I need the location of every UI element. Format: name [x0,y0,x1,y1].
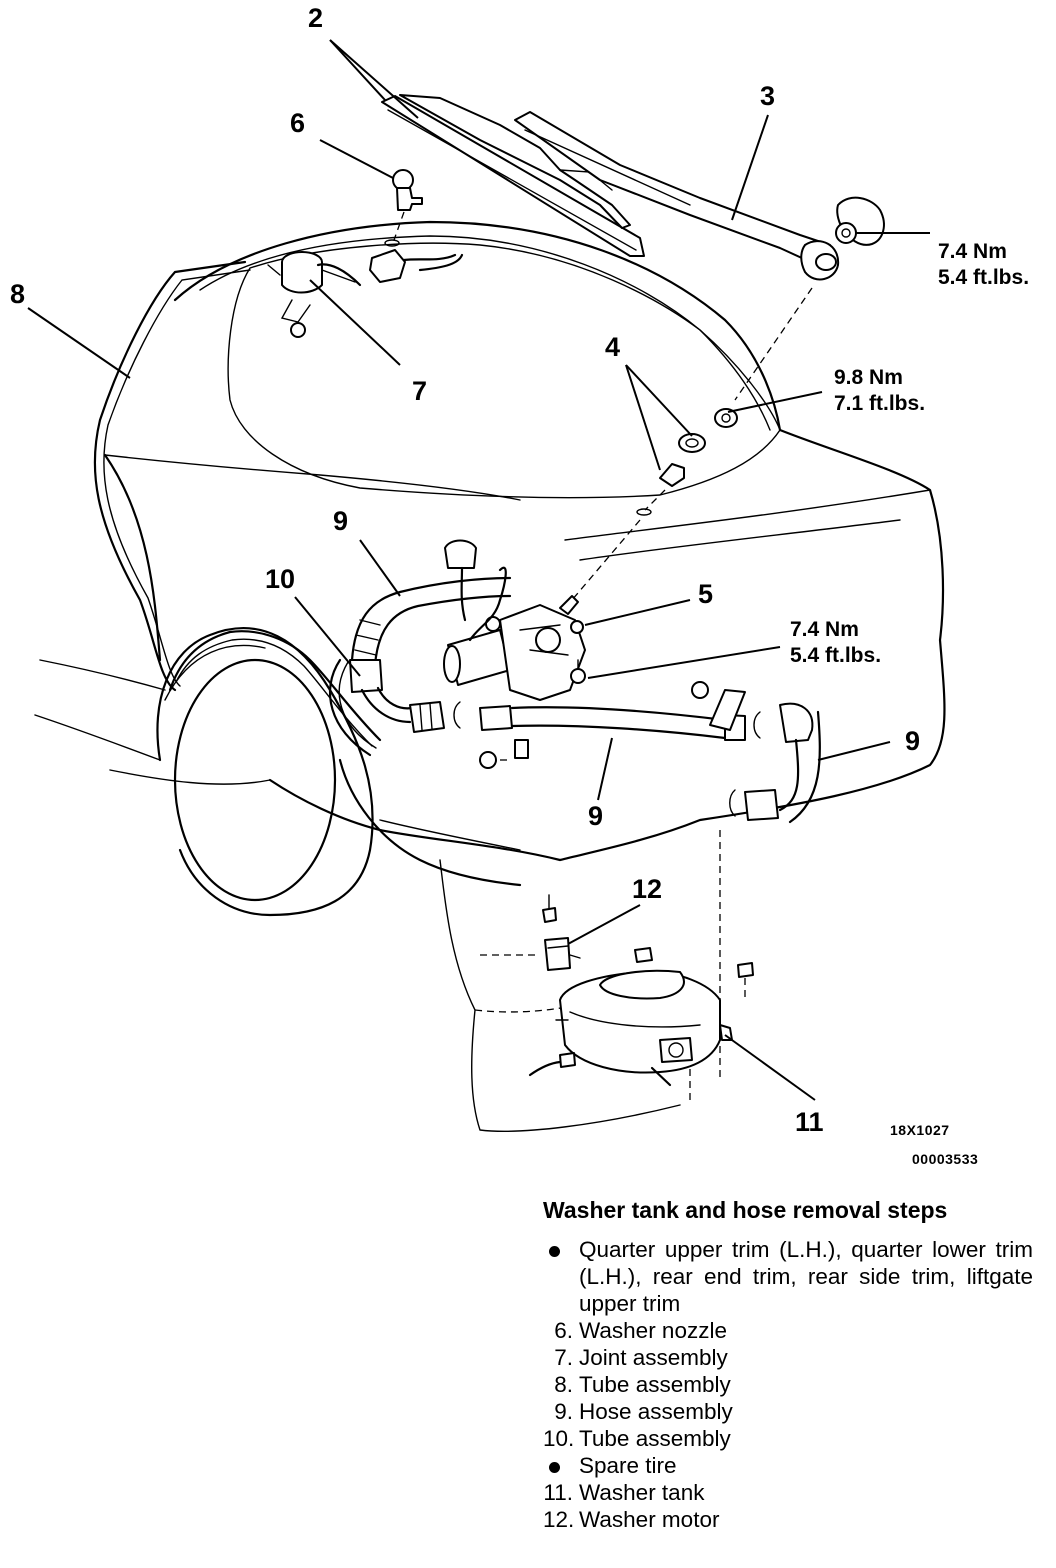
callout-8: 8 [10,279,25,309]
callout-labels: 2 3 6 8 7 4 9 10 5 9 9 12 11 [10,3,920,1137]
washer-tank [528,947,754,1087]
step-number: 11. [543,1480,573,1505]
torque-pivot-ftlbs: 7.1 ft.lbs. [834,392,925,415]
hose-assembly-upper [349,576,512,693]
callout-12: 12 [632,874,662,904]
step-number: 9. [554,1399,573,1424]
tire-illustration [156,626,374,917]
bullet-icon [549,1462,560,1473]
step-text: Spare tire [579,1453,677,1478]
step-text: Joint assembly [579,1345,728,1370]
step-6: 6. Washer nozzle [543,1317,1033,1344]
callout-7: 7 [412,376,427,406]
callout-3: 3 [760,81,775,111]
step-prerequisite-trims: Quarter upper trim (L.H.), quarter lower… [543,1236,1033,1317]
step-number: 7. [554,1345,573,1370]
step-number: 10. [543,1426,575,1451]
wiper-blade-assembly [381,94,645,257]
figure-codes: 18X1027 00003533 [890,1122,978,1167]
torque-specs: 7.4 Nm 5.4 ft.lbs. 9.8 Nm 7.1 ft.lbs. 7.… [790,240,1029,667]
step-text: Hose assembly [579,1399,733,1424]
step-number: 12. [543,1507,575,1532]
step-9: 9. Hose assembly [543,1398,1033,1425]
callout-9-upper: 9 [333,506,348,536]
step-number: 8. [554,1372,573,1397]
step-11: 11. Washer tank [543,1479,1033,1506]
step-8: 8. Tube assembly [543,1371,1033,1398]
step-number: 6. [554,1318,573,1343]
leader-lines [27,39,930,1101]
step-text: Washer nozzle [579,1318,727,1343]
torque-wiper-arm-ftlbs: 5.4 ft.lbs. [938,266,1029,289]
step-7: 7. Joint assembly [543,1344,1033,1371]
torque-motor-nm: 7.4 Nm [790,618,859,641]
callout-6: 6 [290,108,305,138]
tube-assembly-8 [93,260,382,747]
washer-nozzle [384,169,423,247]
figure-code-1: 18X1027 [890,1122,950,1138]
step-text: Washer tank [579,1480,705,1505]
callout-5: 5 [698,579,713,609]
step-text: Tube assembly [579,1426,731,1451]
hose-assembly-lower [360,681,821,824]
callout-11: 11 [795,1107,824,1137]
bullet-icon [549,1246,560,1257]
removal-steps-title: Washer tank and hose removal steps [543,1197,948,1223]
torque-wiper-arm-nm: 7.4 Nm [938,240,1007,263]
vehicle-body-outline [34,220,946,1132]
torque-pivot-nm: 9.8 Nm [834,366,903,389]
wiper-arm-assembly [514,111,885,401]
callout-2: 2 [308,3,323,33]
removal-steps-list: Quarter upper trim (L.H.), quarter lower… [543,1236,1033,1533]
step-12: 12. Washer motor [543,1506,1033,1533]
callout-4: 4 [605,332,620,362]
step-spare-tire: Spare tire [543,1452,1033,1479]
removal-steps-section: Washer tank and hose removal steps Quart… [543,1196,1033,1533]
step-text: Quarter upper trim (L.H.), quarter lower… [579,1237,1033,1316]
tube-assembly-10 [328,658,377,757]
callout-9-lower: 9 [588,801,603,831]
callout-9-right: 9 [905,726,920,756]
washer-system-exploded-diagram: 2 3 6 8 7 4 9 10 5 9 9 12 11 7.4 Nm 5.4 … [10,3,1029,1167]
torque-motor-ftlbs: 5.4 ft.lbs. [790,644,881,667]
figure-code-2: 00003533 [912,1151,978,1167]
callout-10: 10 [265,564,295,594]
step-10: 10. Tube assembly [543,1425,1033,1452]
washer-motor [542,894,581,971]
wiper-motor-assembly [443,539,586,701]
joint-assembly [267,249,464,338]
step-text: Tube assembly [579,1372,731,1397]
pivot-grommet-assembly [571,408,738,601]
step-text: Washer motor [579,1507,720,1532]
